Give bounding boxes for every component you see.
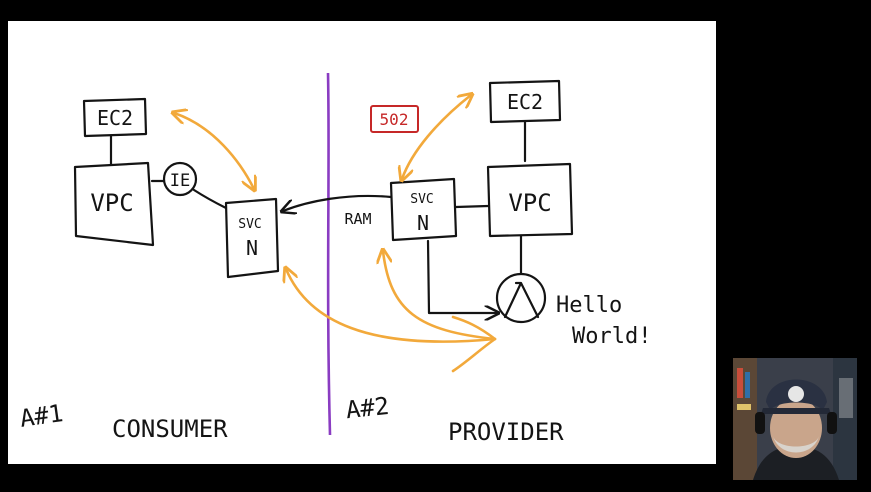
orange-flow-joint — [451, 315, 497, 373]
svc-label-consumer-bottom: N — [246, 236, 258, 260]
svc-label-consumer-top: SVC — [238, 217, 261, 232]
lambda-icon — [495, 272, 547, 324]
ec2-label-consumer: EC2 — [97, 106, 133, 130]
hello-label: Hello — [556, 293, 622, 318]
ie-svc-link — [192, 188, 228, 210]
vpc-label-consumer: VPC — [90, 189, 133, 217]
consumer-label: CONSUMER — [112, 415, 228, 443]
svc-lambda-arrow — [426, 239, 497, 313]
svc-label-provider-bottom: N — [417, 211, 429, 235]
vpc-box-consumer: VPC — [73, 161, 155, 247]
orange-flow-provider-request — [383, 251, 497, 341]
orange-flow-consumer-request — [286, 269, 497, 343]
service-network-box-provider: SVC N — [389, 177, 458, 242]
vpc-box-provider: VPC — [486, 162, 574, 238]
ram-share-arrow — [283, 194, 393, 211]
orange-flow-provider-ec2 — [402, 95, 471, 179]
provider-label: PROVIDER — [448, 418, 564, 446]
interface-endpoint: IE — [162, 161, 198, 197]
account1-label: A#1 — [18, 399, 65, 433]
ie-label: IE — [170, 171, 190, 191]
orange-flow-consumer-ec2 — [174, 113, 254, 189]
service-network-box-consumer: SVC N — [224, 197, 280, 279]
account2-label: A#2 — [345, 392, 391, 424]
error-502-badge: 502 — [370, 105, 419, 133]
svc-label-provider-top: SVC — [410, 192, 433, 207]
ec2-box-provider: EC2 — [488, 79, 562, 124]
ec2-box-consumer: EC2 — [82, 97, 148, 138]
account-divider — [326, 72, 332, 436]
ram-label: RAM — [344, 210, 371, 228]
world-label: World! — [572, 324, 651, 349]
ec2-label-provider: EC2 — [507, 90, 543, 114]
webcam-feed — [733, 358, 857, 480]
person-with-headset-icon — [733, 358, 857, 480]
error-502-label: 502 — [380, 110, 409, 129]
whiteboard: EC2 VPC IE SVC N SVC N RAM EC2 — [8, 21, 716, 464]
vpc-label-provider: VPC — [508, 189, 551, 217]
svc-vpc-link-provider — [454, 204, 490, 209]
architecture-diagram: EC2 VPC IE SVC N SVC N RAM EC2 — [18, 72, 651, 446]
